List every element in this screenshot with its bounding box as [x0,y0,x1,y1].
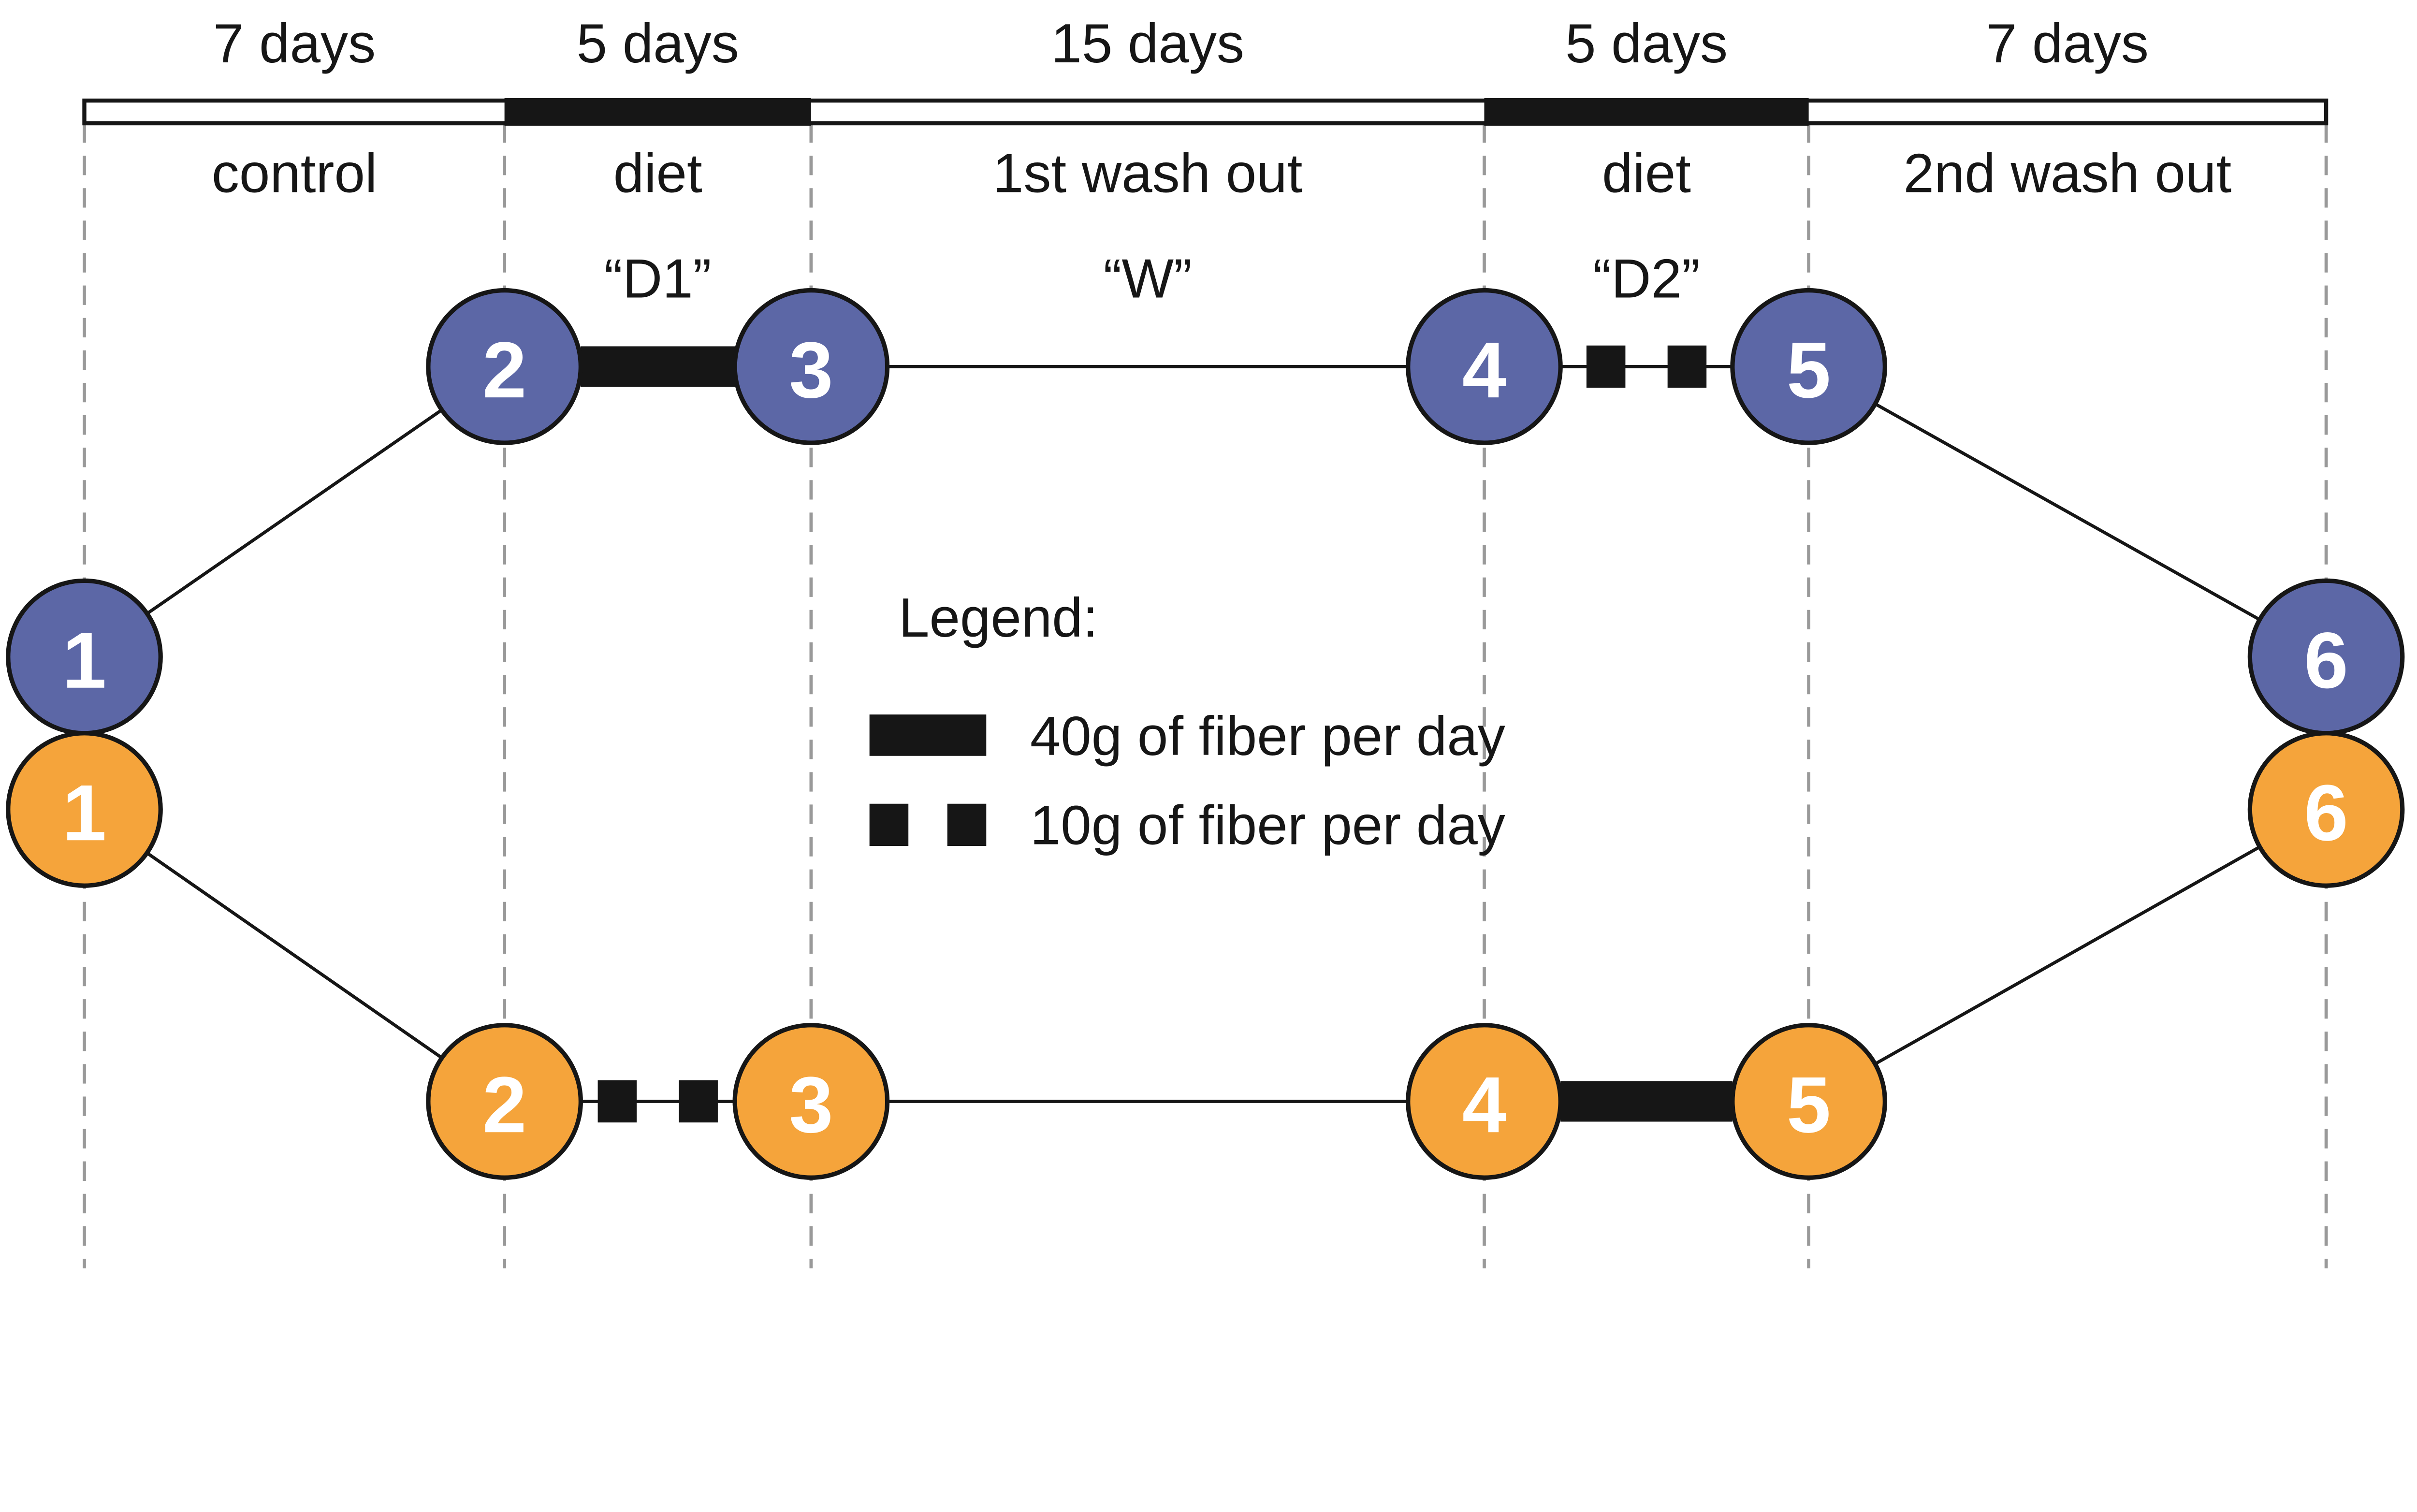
visit-node-number: 5 [1787,1060,1831,1149]
visit-node-blue-4 [1406,288,1563,445]
visit-node-orange-3 [732,1023,890,1180]
visit-node-blue-3 [732,288,890,445]
visit-node-orange-4 [1406,1023,1563,1180]
fiber-10g-square [597,1080,637,1123]
visit-node-number: 6 [2304,616,2348,705]
timeline-bar-diet2-segment [1484,98,1809,126]
arm-connector-line [83,365,506,658]
legend-swatch-10g-square [947,803,987,846]
segment-code-label: “W” [1103,248,1192,310]
diagram-svg: 7 days 5 days 15 days 5 days 7 days cont… [0,0,2417,1269]
study-design-diagram: 7 days 5 days 15 days 5 days 7 days cont… [0,0,2417,1269]
segment-code-label: “D1” [604,248,712,310]
visit-node-number: 3 [789,1060,833,1149]
fiber-10g-square [679,1080,718,1123]
fiber-10g-square [1667,345,1707,388]
arm-connector-line [1807,808,2327,1103]
segment-name-label: diet [613,143,702,204]
visit-node-number: 1 [62,616,106,705]
segment-duration-label: 5 days [577,13,739,74]
visit-node-number: 1 [62,768,106,857]
background [0,0,2417,1268]
visit-node-number: 4 [1462,1060,1506,1149]
visit-node-blue-5 [1730,288,1887,445]
timeline-bar [82,98,2329,126]
legend-item-label: 10g of fiber per day [1030,795,1505,857]
visit-node-number: 2 [482,325,526,414]
fiber-10g-square [1586,345,1626,388]
visit-node-number: 2 [482,1060,526,1149]
blue-arm-nodes [6,288,2405,736]
legend-swatch-10g-square [869,803,909,846]
segment-duration-label: 7 days [213,13,376,74]
legend: Legend: 40g of fiber per day 10g of fibe… [869,587,1505,857]
visit-node-orange-5 [1730,1023,1887,1180]
legend-item-label: 40g of fiber per day [1030,706,1505,767]
segment-duration-label: 7 days [1986,13,2149,74]
segment-name-label: 2nd wash out [1904,143,2232,204]
legend-swatch-40g-bar [869,714,987,756]
visit-node-orange-1 [6,731,163,888]
fiber-10g-segments [597,345,1707,1123]
legend-title: Legend: [899,587,1098,649]
visit-node-number: 5 [1787,325,1831,414]
visit-node-number: 3 [789,325,833,414]
segment-duration-label: 15 days [1051,13,1244,74]
arm-connector-line [83,808,506,1103]
segment-duration-label: 5 days [1565,13,1728,74]
visit-node-number: 4 [1462,325,1506,414]
visit-node-orange-2 [426,1023,583,1180]
visit-node-number: 6 [2304,768,2348,857]
timeline-bar-diet1-segment [504,98,811,126]
segment-name-label: control [212,143,377,204]
orange-arm-nodes [6,731,2405,1180]
fiber-40g-bar-blue-arm [581,346,735,387]
fiber-40g-bar-orange-arm [1560,1081,1733,1122]
visit-node-orange-6 [2247,731,2405,888]
segment-code-label: “D2” [1593,248,1700,310]
visit-node-blue-2 [426,288,583,445]
segment-name-label: diet [1602,143,1691,204]
arm-connector-line [1807,365,2327,658]
segment-name-label: 1st wash out [993,143,1302,204]
